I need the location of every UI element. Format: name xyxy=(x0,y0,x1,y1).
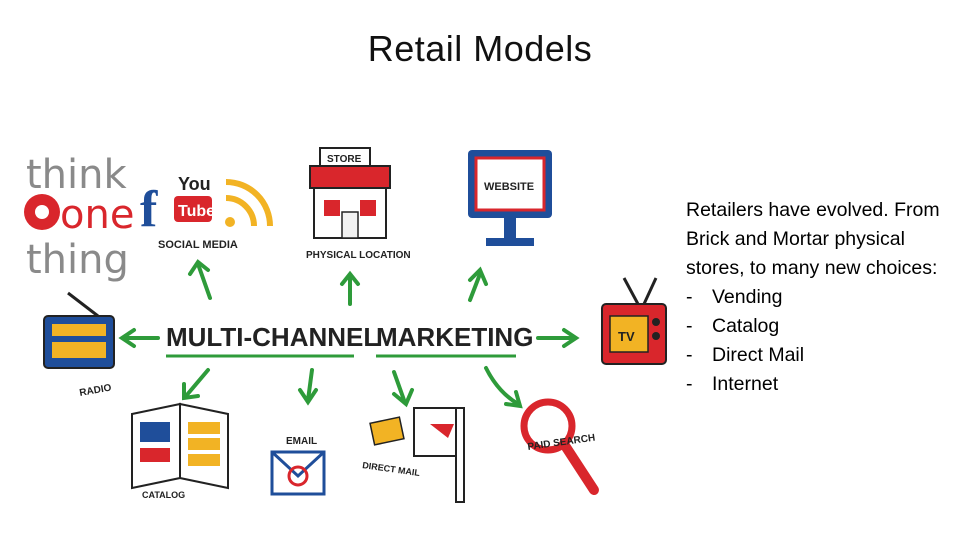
label-physical-location: PHYSICAL LOCATION xyxy=(306,250,411,261)
think-one-thing-logo: think one thing xyxy=(24,152,134,283)
list-item: -Direct Mail xyxy=(686,341,954,370)
list-item: -Vending xyxy=(686,283,954,312)
list-item-label: Internet xyxy=(712,373,779,395)
radio-icon xyxy=(43,291,115,369)
tv-icon: TV xyxy=(601,277,667,365)
mailbox-icon xyxy=(369,407,465,503)
youtube-icon-you: You xyxy=(178,174,211,194)
logo-line-thing: thing xyxy=(26,237,129,283)
slide-body-text: Retailers have evolved. From Brick and M… xyxy=(686,196,954,399)
multi-channel-marketing-illustration: think one thing f You Tube SOCIAL MEDIA … xyxy=(8,138,676,503)
email-envelope-icon xyxy=(270,450,326,496)
bullet-marker: - xyxy=(686,344,693,366)
body-intro: Retailers have evolved. From Brick and M… xyxy=(686,199,940,279)
logo-line-think: think xyxy=(26,152,128,198)
store-icon: STORE xyxy=(309,147,391,239)
center-text-marketing: MARKETING xyxy=(376,322,533,352)
bullet-marker: - xyxy=(686,286,693,308)
label-website: WEBSITE xyxy=(484,181,534,193)
website-monitor-icon: WEBSITE xyxy=(468,150,552,246)
center-text-multi-channel: MULTI-CHANNEL xyxy=(166,322,379,352)
retail-choices-list: -Vending -Catalog -Direct Mail -Internet xyxy=(686,283,954,399)
list-item: -Internet xyxy=(686,370,954,399)
list-item-label: Vending xyxy=(712,286,783,308)
rss-icon xyxy=(225,179,273,227)
label-tv: TV xyxy=(618,329,635,344)
label-catalog: CATALOG xyxy=(142,490,185,500)
youtube-icon-tube: Tube xyxy=(178,203,215,220)
label-store: STORE xyxy=(327,154,362,165)
social-media-icons: f You Tube xyxy=(140,174,273,238)
connector-arrows xyxy=(118,259,580,409)
label-social-media: SOCIAL MEDIA xyxy=(158,239,238,251)
magnifying-glass-icon xyxy=(520,398,599,495)
slide-title: Retail Models xyxy=(367,28,593,69)
catalog-book-icon xyxy=(131,402,229,490)
logo-line-one: one xyxy=(60,192,134,238)
list-item-label: Catalog xyxy=(712,315,780,337)
label-email: EMAIL xyxy=(286,436,317,447)
list-item: -Catalog xyxy=(686,312,954,341)
bullet-marker: - xyxy=(686,373,693,395)
bullet-marker: - xyxy=(686,315,693,337)
youtube-icon xyxy=(174,196,212,222)
list-item-label: Direct Mail xyxy=(712,344,805,366)
facebook-icon: f xyxy=(140,181,158,238)
